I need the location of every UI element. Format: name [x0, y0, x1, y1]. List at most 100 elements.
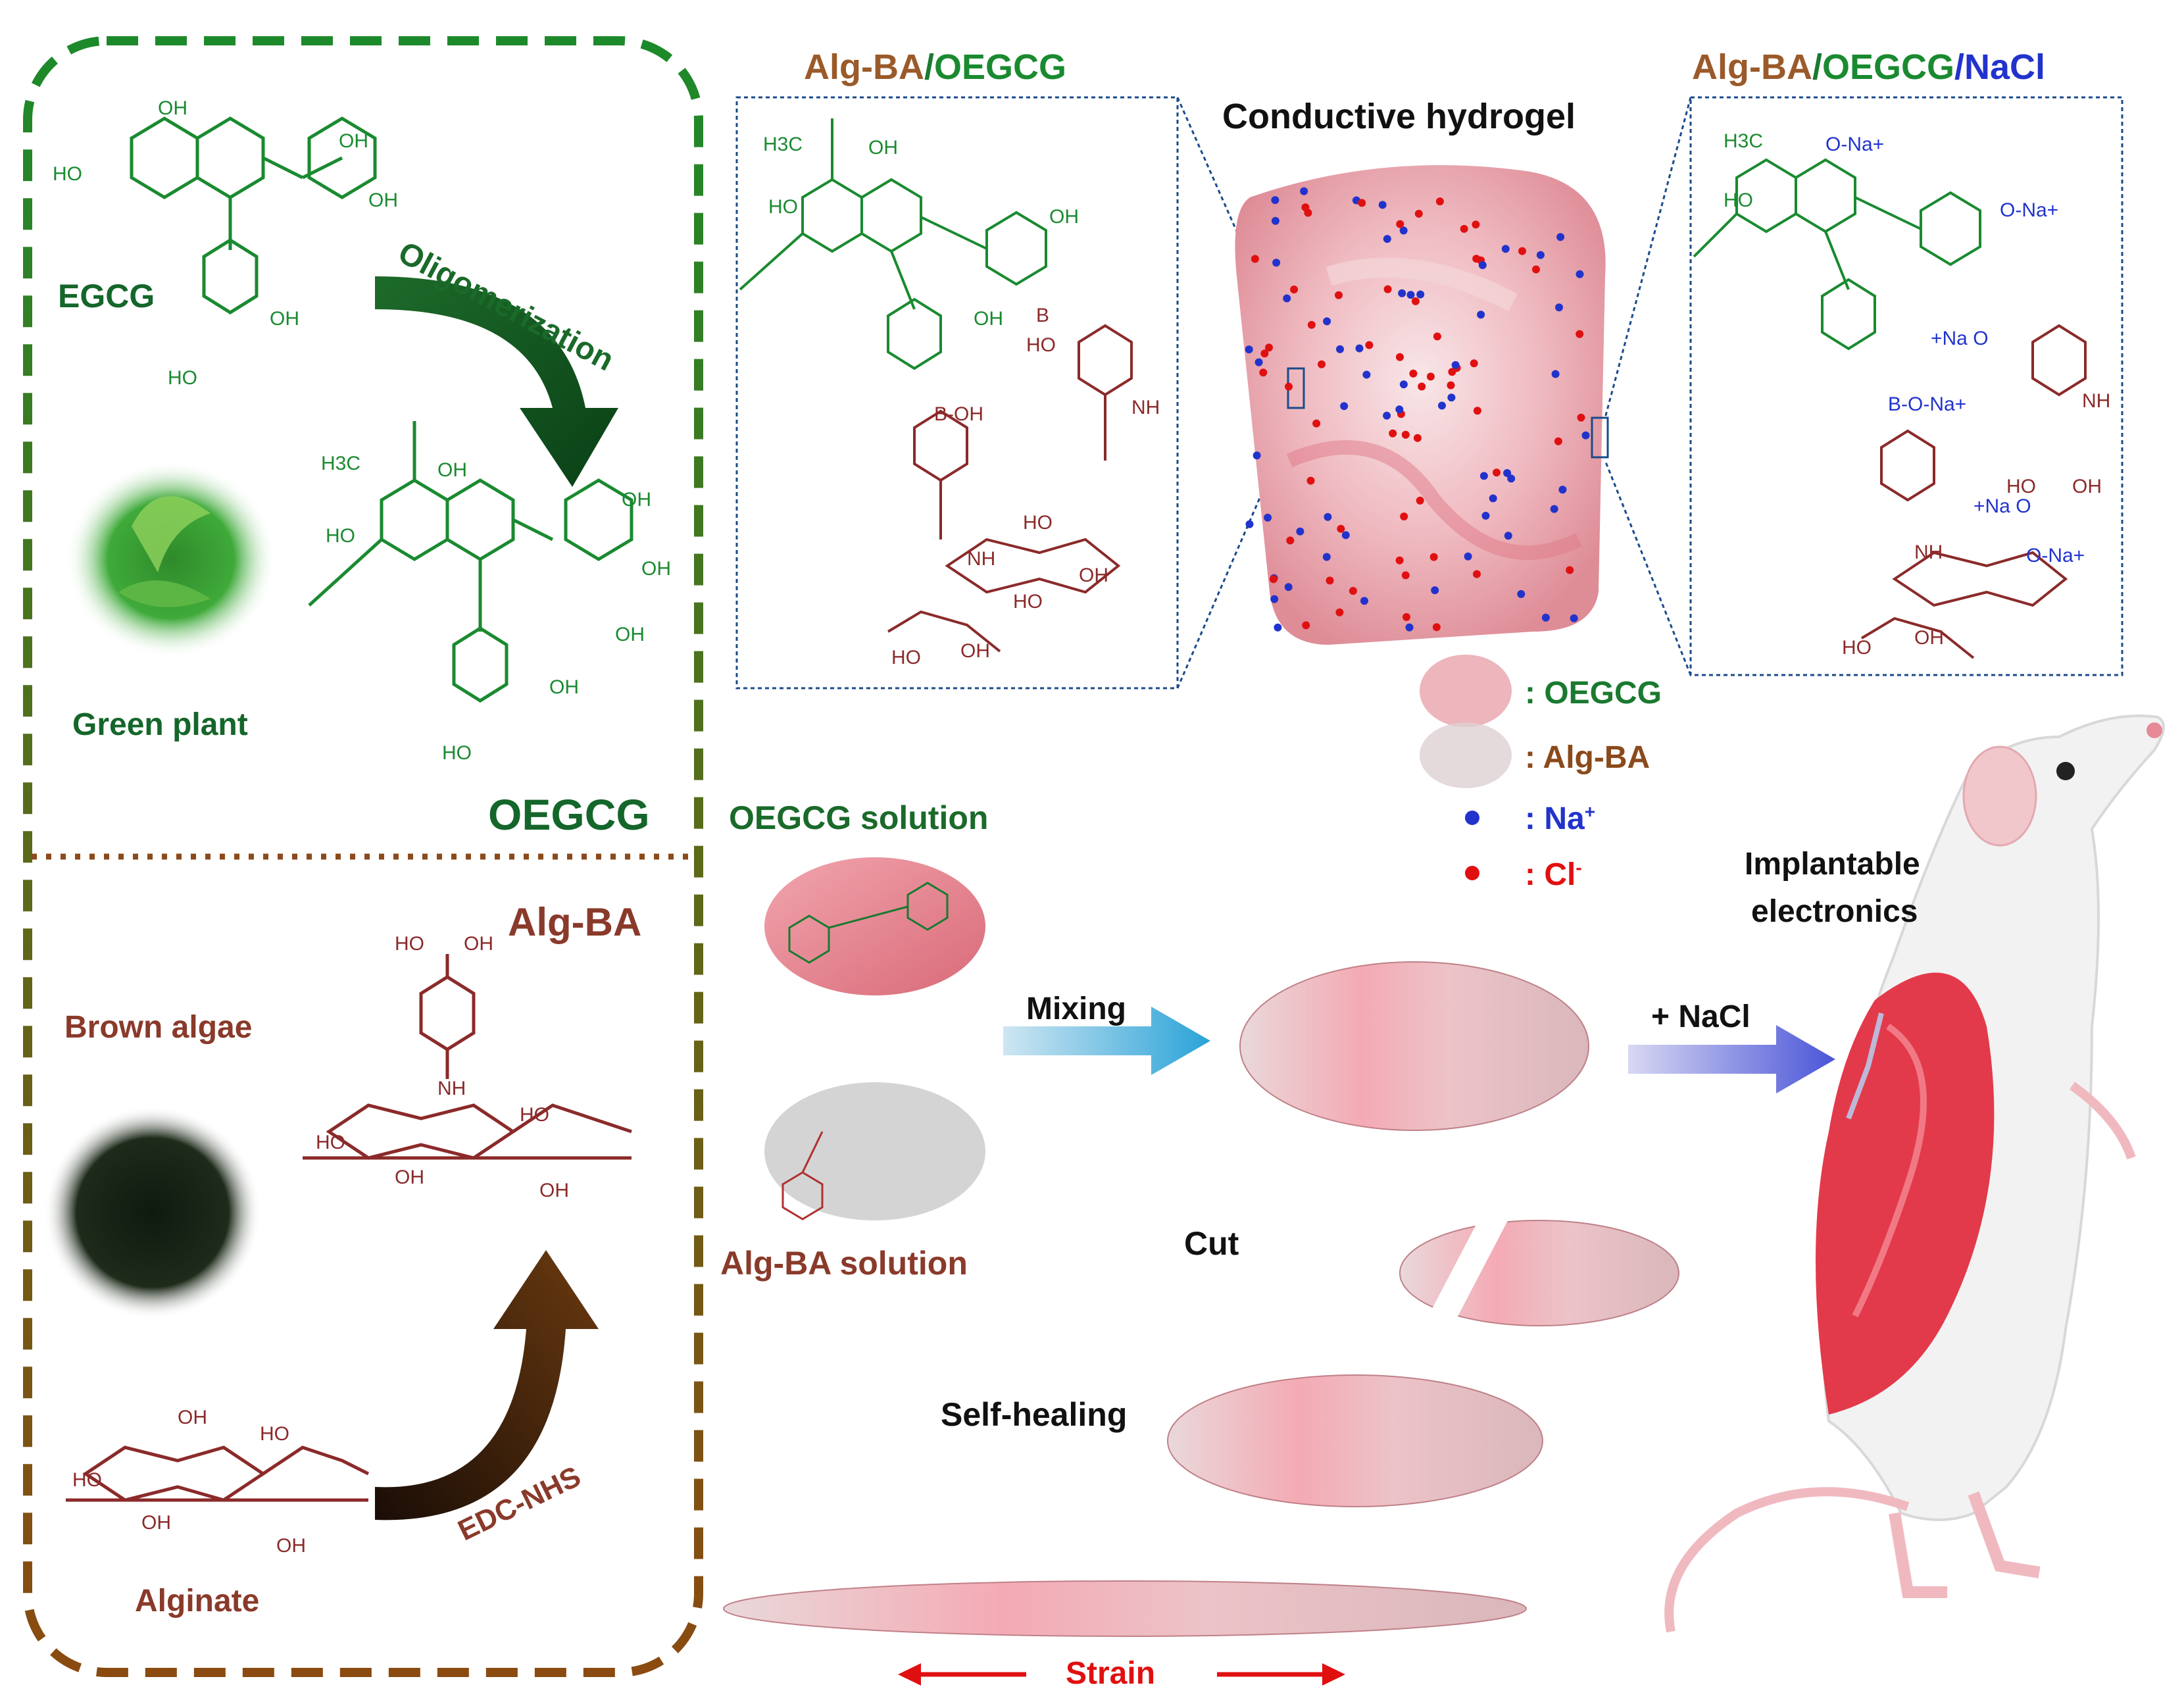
legend-alg-ba-label: : Alg-BA: [1525, 740, 1650, 775]
ion-dot: [1349, 587, 1357, 595]
right-detail-title: Alg-BA/OEGCG/NaCl: [1692, 47, 2046, 87]
chem-label: +Na O: [1973, 495, 2031, 517]
detail-nacl-oegcg-structure: [1693, 158, 1981, 351]
ion-dots: [1245, 187, 1590, 632]
legend-na-label: : Na+: [1525, 801, 1596, 836]
chem-label: +Na O: [1931, 328, 1989, 349]
chem-label: HO: [260, 1423, 289, 1445]
chem-label: NH: [967, 548, 996, 570]
ion-dot: [1481, 511, 1490, 520]
chem-label: HO: [1026, 334, 1056, 356]
ion-dot: [1472, 255, 1481, 263]
ion-dot: [1340, 402, 1349, 411]
ion-dot: [1432, 623, 1441, 632]
nacl-arrow: [1628, 1025, 1835, 1093]
ion-dot: [1581, 431, 1590, 439]
ion-dot: [1429, 553, 1438, 561]
chem-label: NH: [437, 1078, 466, 1099]
ion-dot: [1296, 527, 1304, 536]
ion-dot: [1418, 382, 1426, 391]
chem-label: HO: [520, 1104, 549, 1126]
ion-dot: [1503, 469, 1512, 477]
ion-dot: [1413, 434, 1422, 442]
ion-dot: [1383, 285, 1392, 293]
ion-dot: [1301, 203, 1310, 212]
hydrogel-title: Conductive hydrogel: [1222, 97, 1576, 136]
left-detail-title: Alg-BA/OEGCG: [804, 47, 1067, 87]
chem-label: OH: [437, 459, 467, 481]
ion-dot: [1550, 505, 1558, 513]
chem-label: O-Na+: [1825, 134, 1885, 155]
ion-dot: [1473, 407, 1481, 415]
mixed-hydrogel-oval: [1239, 961, 1589, 1131]
ion-dot: [1411, 297, 1420, 305]
ion-dot: [1431, 586, 1439, 595]
ion-dot: [1451, 361, 1460, 369]
implantable-line1: Implantable: [1745, 847, 1920, 882]
chem-label: OH: [1914, 627, 1944, 649]
chem-label: HO: [1013, 591, 1043, 613]
alginate-structure: [66, 1445, 370, 1502]
chem-label: OH: [141, 1512, 171, 1534]
ion-dot: [1312, 419, 1321, 428]
ion-dot: [1473, 570, 1481, 578]
ion-dot: [1254, 358, 1263, 366]
chem-label: H3C: [321, 453, 361, 474]
ion-dot: [1447, 381, 1455, 389]
chem-label: OH: [868, 137, 898, 159]
chem-label: OH: [178, 1407, 207, 1428]
ion-dot: [1517, 590, 1526, 598]
ion-dot: [1335, 291, 1343, 299]
ion-dot: [1326, 576, 1334, 585]
ion-dot: [1362, 370, 1371, 379]
edc-nhs-arrow: [375, 1250, 599, 1520]
left-panel-frame: [23, 36, 703, 1677]
alg-ba-solution-label: Alg-BA solution: [720, 1245, 968, 1282]
legend-oegcg-label: : OEGCG: [1525, 676, 1662, 711]
mixing-arrow: [1003, 1007, 1210, 1075]
ion-dot: [1271, 196, 1279, 205]
egcg-structure: [130, 116, 377, 314]
chem-label: HO: [168, 367, 197, 389]
stretched-hydrogel-oval: [723, 1580, 1527, 1637]
alg-ba-oegcg-detail-box: [735, 96, 1179, 690]
ion-dot: [1566, 566, 1574, 574]
ion-dot: [1307, 320, 1316, 329]
ion-dot: [1274, 623, 1282, 632]
ion-dot: [1251, 255, 1259, 263]
ion-dot: [1435, 197, 1444, 206]
legend-na-dot: [1465, 811, 1479, 825]
chem-label: H3C: [1724, 130, 1764, 152]
ion-dot: [1253, 451, 1261, 460]
ion-dot: [1402, 613, 1410, 621]
chem-label: OH: [158, 97, 187, 119]
ion-dot: [1360, 597, 1368, 605]
ion-dot: [1532, 265, 1540, 274]
hydrogel-cube: [1235, 165, 1606, 645]
legend-cl-dot: [1465, 866, 1479, 880]
chem-label: OH: [622, 489, 651, 511]
cut-label: Cut: [1184, 1225, 1239, 1262]
ion-dot: [1536, 251, 1545, 259]
ion-dot: [1447, 393, 1456, 402]
chem-label: HO: [442, 742, 472, 764]
chem-label: OH: [339, 130, 368, 152]
ion-dot: [1433, 332, 1441, 341]
ion-dot: [1405, 623, 1414, 632]
chem-label: OH: [641, 558, 671, 580]
ion-dot: [1396, 353, 1404, 361]
chem-label: OH: [395, 1167, 424, 1188]
self-healing-label: Self-healing: [941, 1396, 1128, 1433]
ion-dot: [1259, 368, 1268, 377]
ion-dot: [1290, 286, 1299, 293]
chem-label: OH: [1049, 206, 1079, 228]
strain-arrow-left: [898, 1663, 921, 1686]
chem-label: OH: [974, 308, 1003, 330]
ion-dot: [1464, 552, 1472, 561]
detail-nacl-alg-ba-structure: [1860, 324, 2087, 659]
alg-ba-structure: [303, 954, 632, 1160]
chem-label: OH: [549, 676, 579, 698]
ion-dot: [1406, 291, 1415, 299]
chem-label: OH: [615, 624, 645, 645]
